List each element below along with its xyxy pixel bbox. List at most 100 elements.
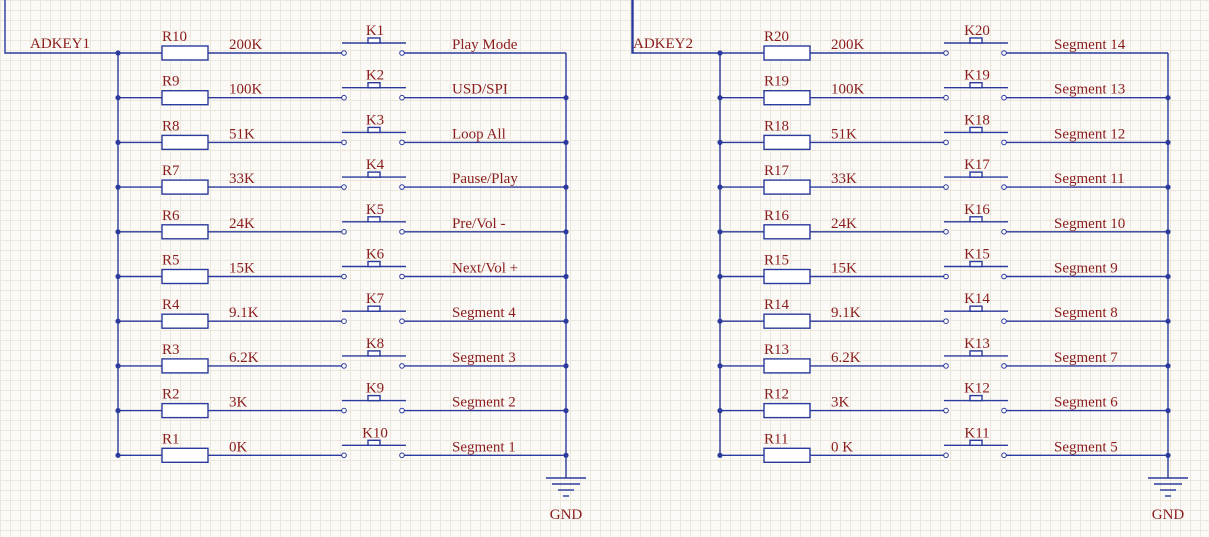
key-function-label: Segment 13 <box>1054 82 1125 98</box>
switch-designator: K20 <box>964 23 990 39</box>
switch-pin <box>1001 318 1007 325</box>
switch-pin <box>341 407 347 414</box>
junction-dot <box>717 318 723 324</box>
key-function-label: Segment 2 <box>452 395 516 411</box>
switch-button-cap <box>969 350 983 357</box>
switch-button-cap <box>969 260 983 268</box>
switch-button-cap <box>367 350 381 357</box>
switch-pin <box>1001 184 1007 190</box>
resistor-value: 3K <box>831 395 850 411</box>
switch-pin <box>1001 50 1007 56</box>
switch-button-cap <box>969 439 983 446</box>
junction-dot <box>115 95 121 101</box>
switch-designator: K7 <box>366 291 385 307</box>
resistor-value: 33K <box>831 171 857 187</box>
switch-button-cap <box>367 394 381 402</box>
resistor-symbol <box>763 402 811 419</box>
key-function-label: Segment 5 <box>1054 439 1118 455</box>
junction-dot <box>115 273 121 280</box>
switch-pin <box>399 318 405 325</box>
junction-dot <box>1165 139 1171 145</box>
junction-dot <box>1165 229 1171 235</box>
switch-button-cap <box>969 216 983 223</box>
resistor-designator: R2 <box>162 387 180 403</box>
resistor-value: 6.2K <box>831 350 861 366</box>
switch-pin <box>943 50 949 56</box>
switch-button-cap <box>969 171 983 178</box>
resistor-symbol <box>763 447 811 463</box>
junction-dot <box>717 408 723 414</box>
junction-dot <box>563 363 569 369</box>
resistor-designator: R9 <box>162 74 180 90</box>
switch-button-cap <box>969 305 983 312</box>
key-function-label: Pause/Play <box>452 171 518 187</box>
switch-pin <box>943 229 949 235</box>
net-label: ADKEY2 <box>633 36 693 52</box>
resistor-designator: R4 <box>162 297 180 313</box>
switch-button-cap <box>367 439 381 446</box>
resistor-value: 51K <box>229 126 255 142</box>
switch-designator: K2 <box>366 68 384 84</box>
resistor-symbol <box>161 447 209 463</box>
switch-designator: K3 <box>366 112 384 128</box>
junction-dot <box>115 318 121 324</box>
resistor-designator: R7 <box>162 163 180 179</box>
junction-dot <box>717 50 723 56</box>
switch-designator: K13 <box>964 336 990 352</box>
switch-pin <box>1001 273 1007 280</box>
resistor-value: 0K <box>229 439 248 455</box>
resistor-designator: R16 <box>764 208 790 224</box>
key-function-label: Segment 6 <box>1054 395 1118 411</box>
resistor-designator: R5 <box>162 253 180 269</box>
key-function-label: Loop All <box>452 126 506 142</box>
switch-button-cap <box>367 126 381 134</box>
junction-dot <box>563 452 569 458</box>
resistor-value: 100K <box>831 82 865 98</box>
resistor-value: 51K <box>831 126 857 142</box>
switch-pin <box>341 94 347 101</box>
key-function-label: Segment 11 <box>1054 171 1125 187</box>
ground-label: GND <box>550 507 583 523</box>
ground-label: GND <box>1152 507 1185 523</box>
junction-dot <box>1165 408 1171 414</box>
resistor-designator: R15 <box>764 253 789 269</box>
key-function-label: Segment 9 <box>1054 261 1118 277</box>
resistor-symbol <box>763 358 811 374</box>
switch-pin <box>399 139 405 146</box>
junction-dot <box>717 229 723 235</box>
resistor-designator: R10 <box>162 29 187 45</box>
key-function-label: Next/Vol + <box>452 261 518 277</box>
switch-designator: K17 <box>964 157 990 173</box>
switch-pin <box>943 184 949 190</box>
ground-icon <box>1148 477 1188 497</box>
switch-button-cap <box>969 126 983 134</box>
switch-pin <box>399 273 405 280</box>
resistor-designator: R3 <box>162 342 180 358</box>
switch-designator: K14 <box>964 291 990 307</box>
resistor-value: 100K <box>229 82 263 98</box>
junction-dot <box>115 184 121 190</box>
junction-dot <box>1165 95 1171 101</box>
junction-dot <box>717 184 723 190</box>
switch-pin <box>943 363 949 369</box>
switch-pin <box>399 50 405 56</box>
resistor-symbol <box>763 45 811 61</box>
resistor-symbol <box>161 89 209 106</box>
junction-dot <box>1165 363 1171 369</box>
switch-designator: K15 <box>964 247 990 263</box>
resistor-symbol <box>763 134 811 151</box>
junction-dot <box>563 318 569 324</box>
junction-dot <box>717 363 723 369</box>
switch-button-cap <box>367 305 381 312</box>
